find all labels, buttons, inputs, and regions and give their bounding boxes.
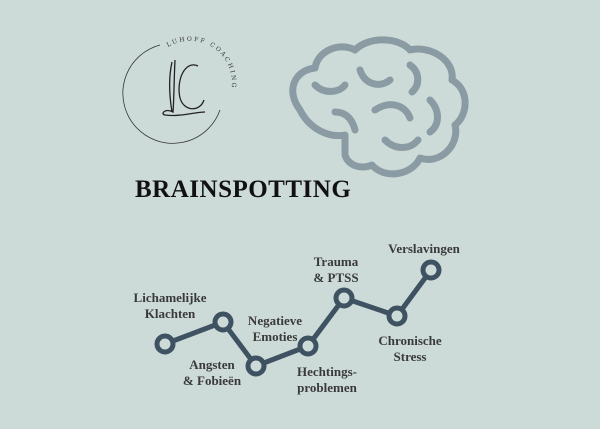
brain-icon [289,36,469,178]
timeline-label-line: Stress [393,349,427,364]
timeline-label-line: & Fobieën [182,373,242,388]
timeline-label-line: Klachten [144,306,196,321]
timeline-label: Verslavingen [388,241,460,257]
timeline-node [245,355,267,377]
timeline-node [333,287,355,309]
timeline-label-line: Negatieve [247,313,303,328]
timeline-node [386,305,408,327]
timeline-node [297,335,319,357]
timeline-label-line: problemen [297,380,357,395]
logo-text: LUHOFF COACHING [166,36,236,90]
timeline-label-line: Chronische [378,333,442,348]
timeline-node [420,259,442,281]
timeline-label: Hechtings-problemen [297,364,357,396]
timeline-label-line: Verslavingen [388,241,460,256]
timeline-node [212,311,234,333]
timeline-label-line: & PTSS [313,270,359,285]
timeline-label-line: Trauma [313,254,359,269]
page-title: BRAINSPOTTING [135,176,352,203]
timeline-label: Trauma& PTSS [313,254,358,286]
timeline [154,259,442,377]
timeline-label-line: Lichamelijke [133,290,207,305]
logo: LUHOFF COACHING [122,36,238,144]
timeline-node [154,333,176,355]
timeline-label-line: Hechtings- [297,364,357,379]
timeline-label-line: Angsten [189,357,235,372]
timeline-label-line: Emoties [252,329,298,344]
svg-text:LUHOFF COACHING: LUHOFF COACHING [166,36,238,90]
timeline-label: Angsten& Fobieën [183,357,241,389]
